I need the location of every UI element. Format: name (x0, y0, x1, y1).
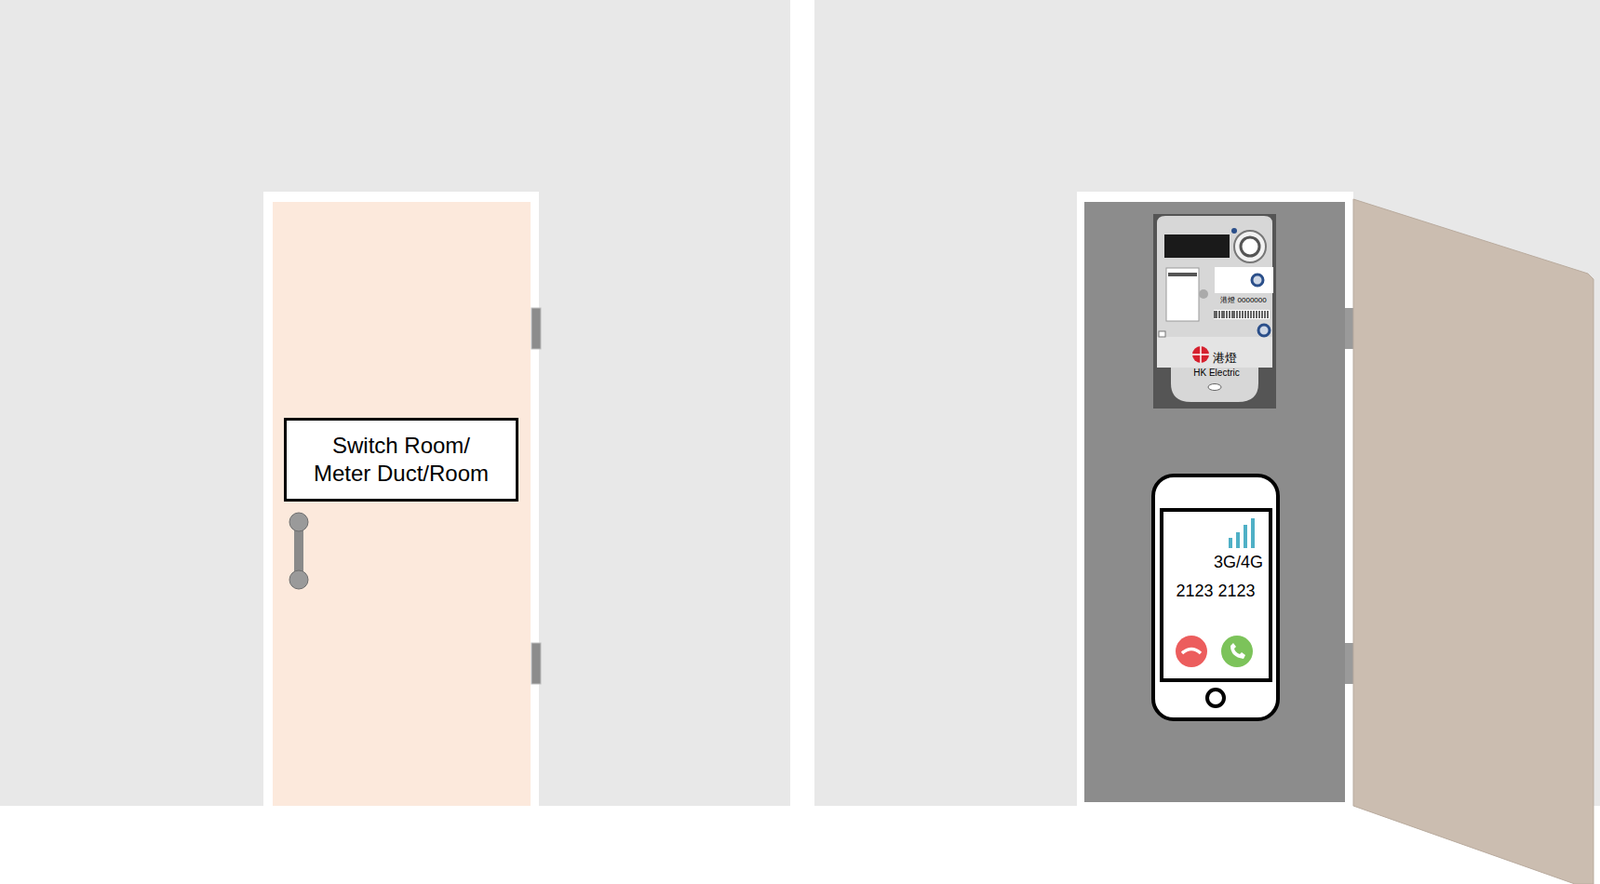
open-duct (1084, 201, 1345, 803)
node-text: 2123 2123 (1175, 582, 1255, 602)
meter-panel (1156, 336, 1273, 368)
mobile-phone: 3G/4G 2123 2123 (1153, 475, 1278, 720)
phone-home-button (1207, 689, 1224, 707)
open-door (1353, 199, 1594, 884)
node-text: 港燈 (1212, 351, 1237, 365)
answer-icon (1230, 643, 1246, 659)
signal-bar (1243, 524, 1248, 549)
hang-up-icon (1182, 649, 1201, 655)
meter-led (1231, 228, 1237, 234)
meter-dial (1234, 230, 1266, 263)
meter-seal (1208, 384, 1222, 391)
door-frame (263, 191, 539, 807)
meter-barcode (1213, 309, 1270, 320)
door-handle (289, 512, 309, 532)
signal-bar (1236, 532, 1240, 549)
meter-led (1251, 274, 1264, 286)
meter-label (1166, 268, 1199, 322)
door-hinge (531, 308, 541, 350)
wall-panel (0, 0, 791, 807)
meter-panel (1214, 267, 1274, 294)
signal-bar (1228, 537, 1233, 549)
phone-screen (1161, 510, 1271, 681)
door-handle (289, 570, 309, 590)
hang-up-button (1175, 635, 1208, 668)
signal-bars (1228, 518, 1255, 549)
meter-port (1158, 331, 1166, 337)
meter-barcode (1214, 310, 1268, 319)
meter-body (1156, 215, 1273, 403)
signal-bar (1250, 518, 1255, 549)
closed-door (272, 201, 531, 807)
node-text: 港燈 0000000 (1220, 296, 1266, 306)
meter-logo (1192, 346, 1210, 364)
door-hinge (531, 643, 541, 685)
node-text: HK Electric (1193, 367, 1239, 378)
phone-body (1153, 475, 1278, 720)
answer-button (1221, 635, 1253, 668)
node-text: 3G/4G (1213, 553, 1264, 573)
door-hinge (1344, 643, 1354, 685)
door-hinge (1344, 308, 1354, 350)
meter-logo (1192, 346, 1210, 364)
meter-barcode (1213, 309, 1270, 320)
meter-display (1164, 234, 1230, 258)
meter-label (1168, 272, 1197, 277)
meter-button (1198, 289, 1209, 299)
electricity-meter: 港燈 0000000 港燈 HK Electric (1153, 214, 1277, 409)
door-frame (1076, 191, 1354, 807)
door-sign: Switch Room/ Meter Duct/Room (283, 417, 519, 502)
node-text: Switch Room/ Meter Duct/Room (306, 431, 498, 488)
meter-dial (1240, 237, 1260, 256)
meter-backplate (1153, 214, 1277, 409)
meter-led (1258, 324, 1270, 337)
